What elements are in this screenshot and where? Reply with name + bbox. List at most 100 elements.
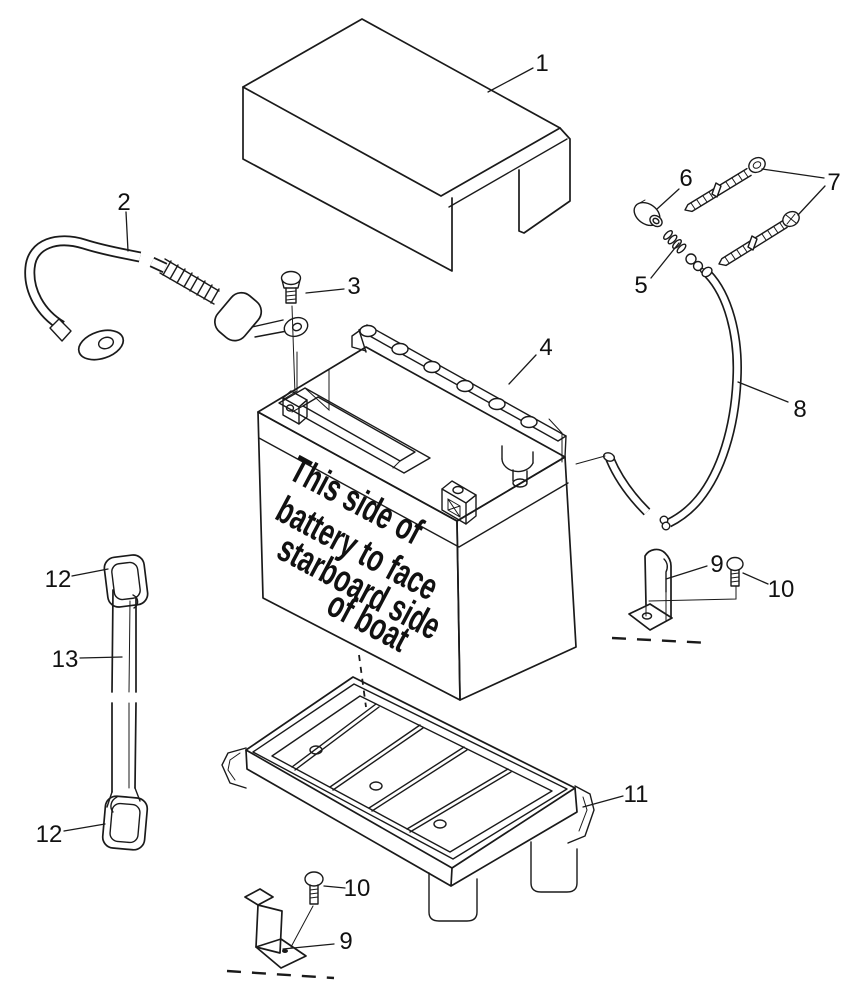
callout-hook-bottom: 12 bbox=[36, 821, 63, 848]
callout-labels: 1 2 3 4 5 6 7 8 9 10 11 12 13 12 10 9 bbox=[36, 50, 841, 955]
fitting-thread bbox=[663, 230, 673, 240]
screw-to-bracket-line bbox=[648, 585, 737, 602]
cover-end-panel bbox=[518, 127, 571, 234]
callout-bracket-right: 9 bbox=[710, 551, 723, 578]
tray-rim-outer bbox=[245, 676, 576, 869]
tray-rib-line-1 bbox=[291, 703, 380, 771]
leader-10-right bbox=[742, 572, 769, 585]
cable-crimp bbox=[49, 318, 72, 342]
callout-leaders bbox=[63, 67, 826, 950]
callout-battery: 4 bbox=[539, 334, 552, 361]
bracket-base bbox=[628, 603, 673, 631]
tray-foot-front bbox=[428, 872, 478, 922]
strip-right-end bbox=[548, 418, 563, 463]
vent-tube-short-opening bbox=[602, 452, 616, 462]
tray-floor-hole bbox=[369, 781, 383, 791]
tray-rib-line-3 bbox=[368, 746, 468, 812]
leader-5 bbox=[650, 242, 680, 279]
elbow-walls bbox=[501, 445, 534, 464]
hull-reference-dashes bbox=[611, 636, 710, 645]
bracket-screw-bottom bbox=[304, 871, 324, 905]
battery-top-lip bbox=[258, 437, 569, 548]
terminal-screw-axis-line bbox=[291, 305, 296, 395]
cable-lug bbox=[283, 316, 309, 338]
block-left-side bbox=[298, 399, 308, 425]
screw-head bbox=[748, 156, 766, 174]
bracket-screw-shank bbox=[309, 884, 319, 905]
callout-cable: 2 bbox=[117, 189, 130, 216]
bracket-plate-hook bbox=[663, 558, 669, 593]
ring-terminal bbox=[77, 329, 125, 361]
mounting-screw-upper bbox=[684, 156, 766, 213]
vent-tube-long bbox=[667, 271, 741, 526]
bracket-tab bbox=[244, 888, 274, 906]
top-step-lines bbox=[283, 351, 330, 412]
leader-9-bottom bbox=[282, 943, 335, 950]
hull-reference-dashes bbox=[226, 969, 335, 980]
spring-edge-bottom bbox=[159, 272, 215, 305]
vent-tube-top-opening bbox=[701, 266, 713, 278]
leader-11 bbox=[582, 795, 624, 808]
tray-floor-ribs bbox=[291, 703, 512, 833]
leader-7a bbox=[761, 168, 825, 179]
fitting-ball-1 bbox=[685, 253, 697, 265]
fitting-thread bbox=[672, 239, 682, 249]
terminal-boot bbox=[214, 291, 263, 342]
fitting-thread bbox=[676, 243, 687, 254]
bracket-screw-head bbox=[726, 556, 744, 572]
vent-cap bbox=[456, 379, 474, 393]
cover-top-face bbox=[242, 18, 561, 197]
hook-top-curl bbox=[132, 594, 139, 609]
callout-vent-fitting: 5 bbox=[634, 272, 647, 299]
terminal-tab bbox=[251, 319, 288, 338]
vent-cap-opening bbox=[649, 214, 663, 228]
vent-tube bbox=[575, 266, 742, 531]
elbow-nozzle-tip bbox=[512, 478, 528, 488]
handle-end-walls bbox=[291, 405, 401, 469]
leader-13 bbox=[79, 656, 123, 659]
vent-cap bbox=[359, 324, 377, 338]
tray-wing-left bbox=[221, 747, 247, 789]
tray-rib-line-2 bbox=[329, 724, 424, 791]
tray-floor-hole bbox=[309, 745, 323, 755]
tray-rib-line-4 bbox=[406, 768, 512, 833]
vent-cap bbox=[520, 415, 538, 429]
battery-strap bbox=[101, 554, 149, 851]
hook-bottom-inner bbox=[109, 802, 141, 844]
screw-break-slashes bbox=[747, 235, 758, 251]
spring-edge-top bbox=[164, 258, 220, 292]
battery: This side of battery to face starboard s… bbox=[257, 324, 577, 708]
hold-down-bracket-right bbox=[611, 548, 744, 645]
vent-fitting bbox=[663, 230, 707, 275]
screw-break-slashes bbox=[711, 182, 722, 198]
vent-tube-clamp bbox=[659, 515, 671, 531]
bracket-fold-line bbox=[645, 591, 667, 622]
leader-10-bottom bbox=[323, 885, 346, 889]
callout-terminal-screw: 3 bbox=[347, 273, 360, 300]
tube-connection-line bbox=[575, 455, 606, 465]
block-right-hole bbox=[452, 485, 464, 495]
elbow-nozzle bbox=[512, 469, 528, 483]
leader-2 bbox=[125, 211, 129, 252]
tray-wing-right bbox=[567, 785, 595, 844]
leader-6 bbox=[656, 188, 680, 210]
callout-cover: 1 bbox=[535, 50, 548, 77]
tray-feet bbox=[428, 841, 578, 922]
callout-mounting-screws: 7 bbox=[827, 169, 840, 196]
handle-bar bbox=[302, 396, 416, 462]
cable-body bbox=[26, 237, 141, 330]
battery-tray bbox=[221, 676, 595, 922]
battery-handle-recess bbox=[278, 351, 431, 474]
bracket-plate bbox=[644, 548, 672, 618]
callout-bracket-bottom: 9 bbox=[339, 928, 352, 955]
cable-stub bbox=[150, 258, 167, 272]
callout-bracket-screw-right: 10 bbox=[768, 576, 795, 603]
leader-1 bbox=[487, 67, 534, 93]
terminal-screw-threads bbox=[285, 290, 297, 301]
vent-cap bbox=[391, 342, 409, 356]
cable-spring-guard bbox=[159, 258, 220, 305]
fitting-thread bbox=[667, 234, 678, 245]
block-left-hole bbox=[285, 404, 295, 412]
bracket-screw-head bbox=[304, 871, 324, 887]
mounting-screw-lower bbox=[718, 210, 800, 267]
